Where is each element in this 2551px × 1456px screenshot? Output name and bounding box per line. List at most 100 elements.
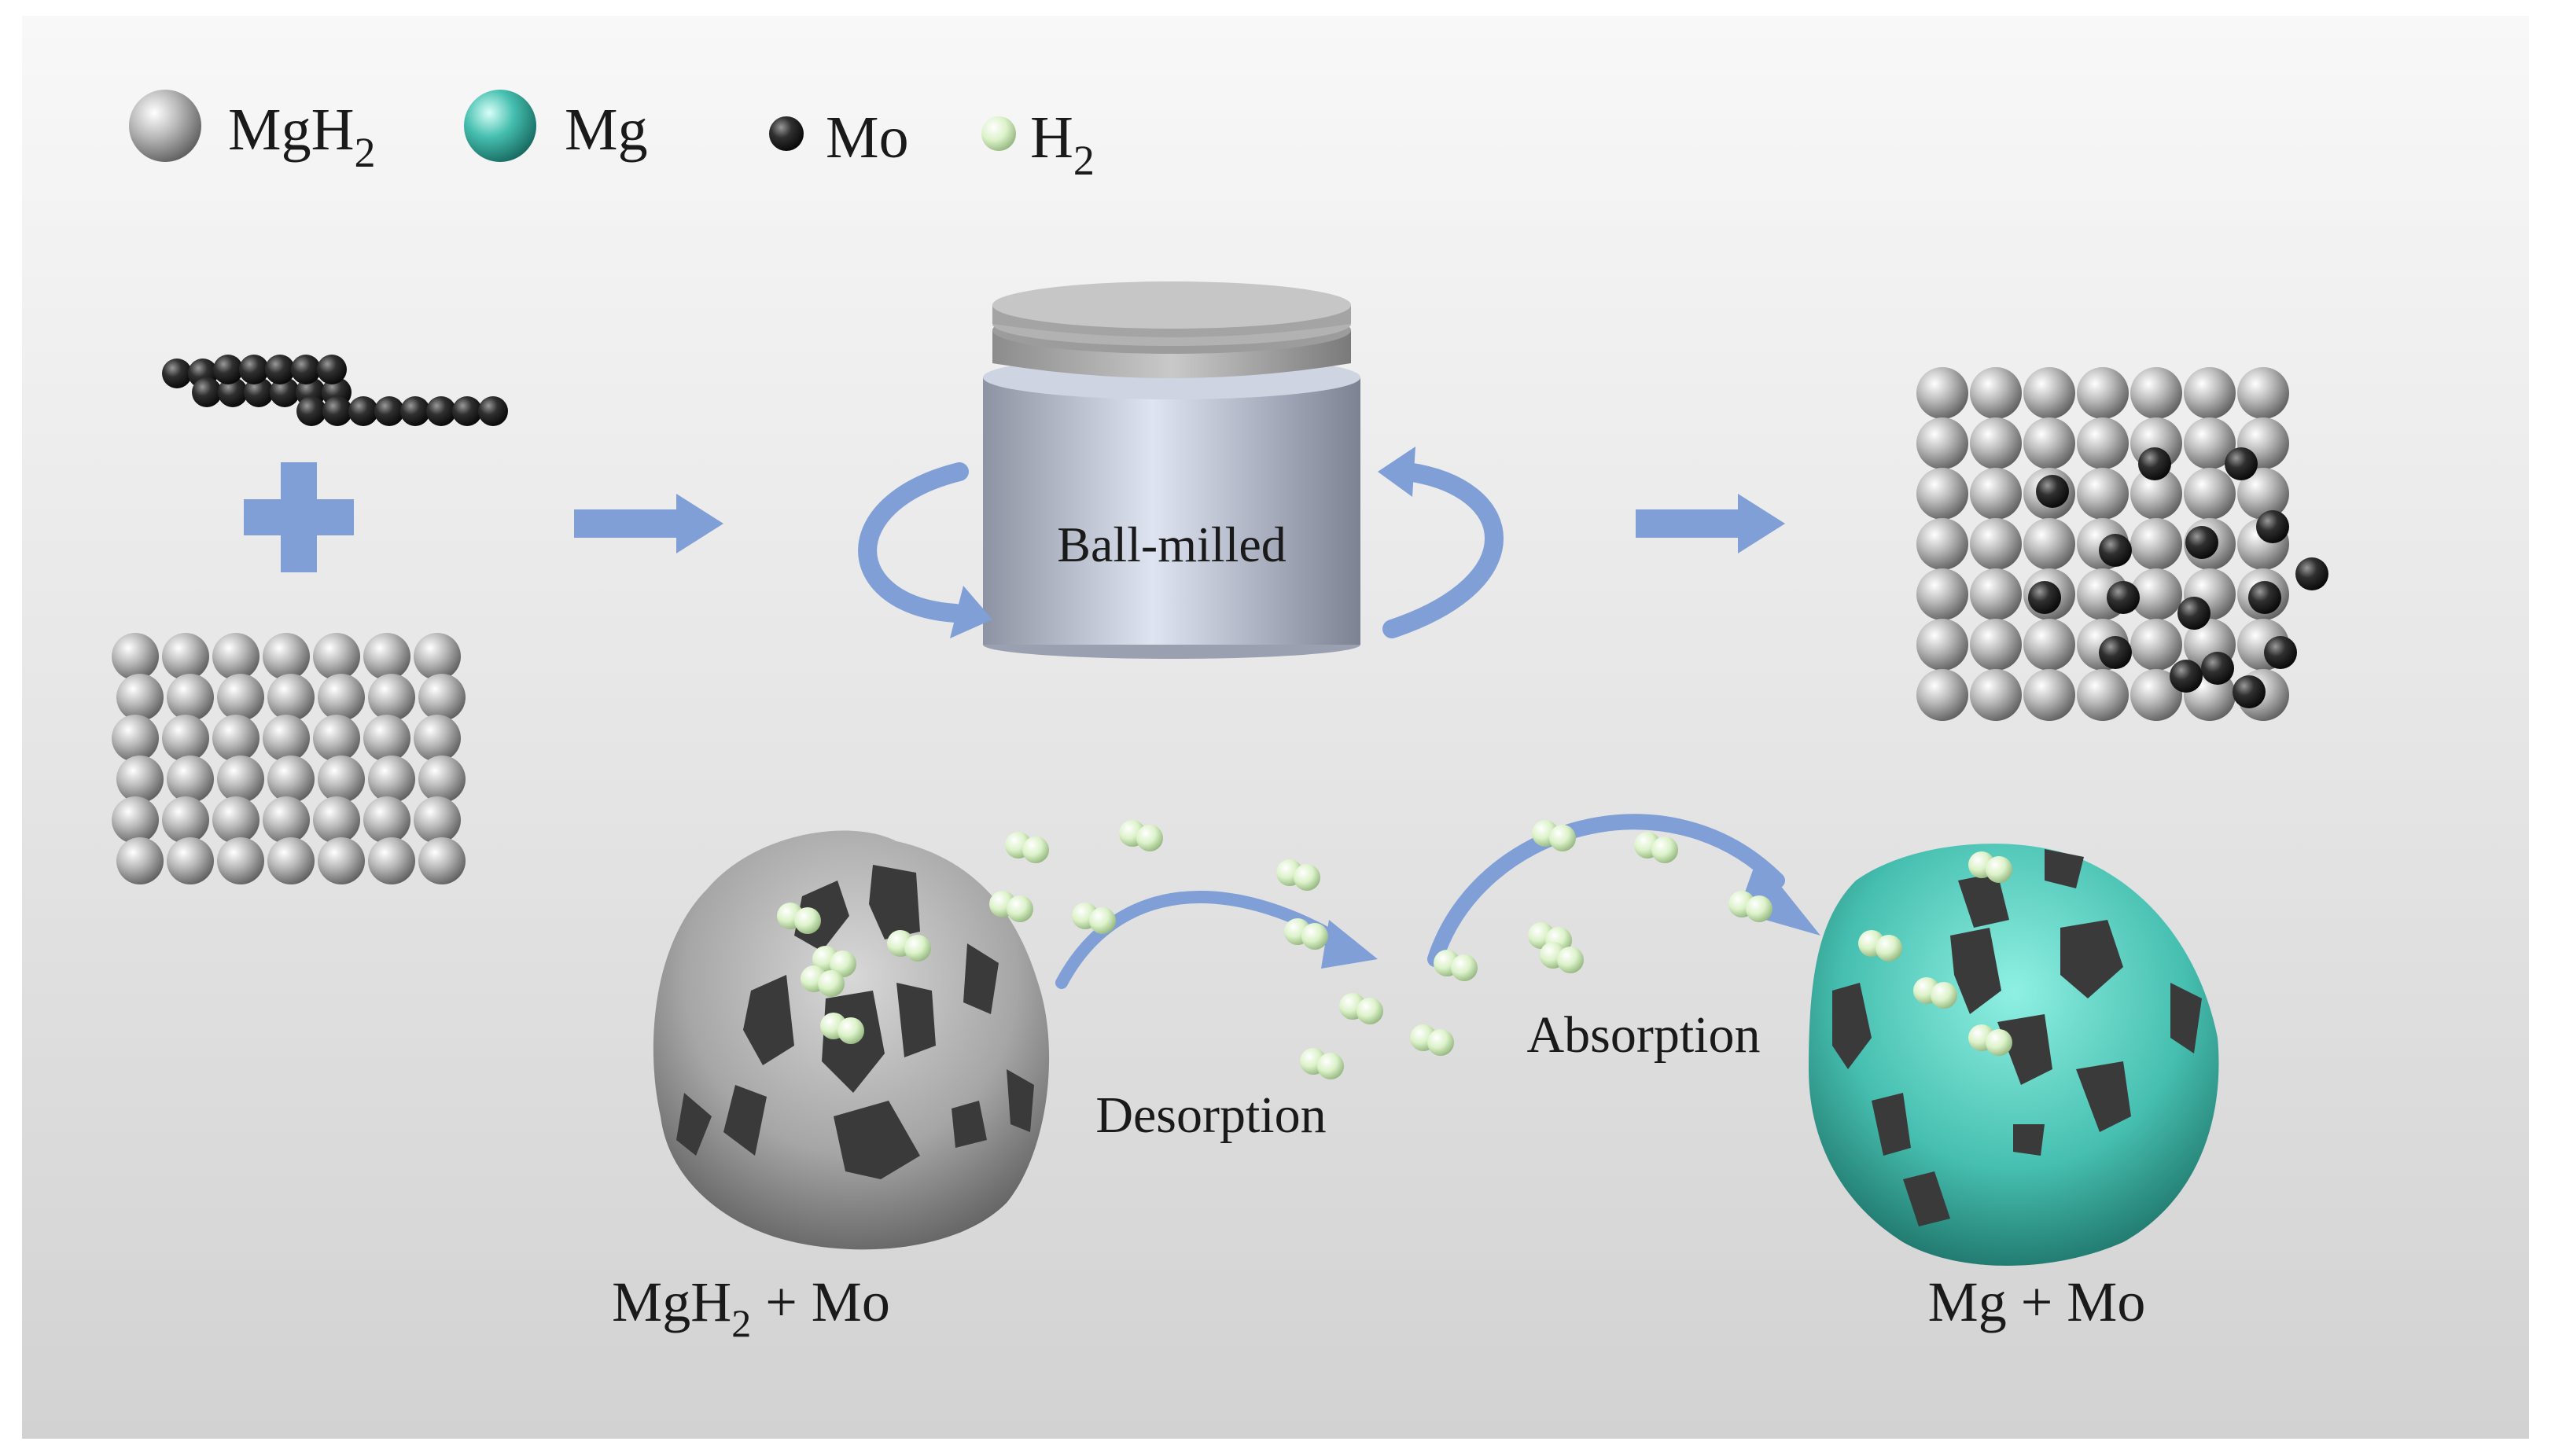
mo-ball [270, 377, 300, 407]
mo-ball [452, 396, 482, 426]
mgh2-ball [1970, 568, 2022, 620]
legend: MgH2 Mg Mo H2 [129, 90, 1095, 184]
mgh2-ball [217, 674, 264, 721]
mo-ball [2233, 675, 2266, 708]
mgh2-ball [217, 837, 264, 884]
mo-ball [2201, 652, 2234, 685]
h2-atom [1136, 825, 1163, 851]
mgh2-ball [2077, 468, 2129, 520]
mgh2-ball [418, 837, 466, 884]
mgh2-ball [368, 674, 415, 721]
mo-ball [2177, 597, 2210, 630]
mo-ball [239, 355, 269, 384]
mgh2-ball [1970, 669, 2022, 721]
legend-mo-label: Mo [826, 105, 909, 171]
mgh2-ball [167, 837, 214, 884]
legend-mgh2-label: MgH2 [228, 97, 375, 176]
mgh2-ball [2023, 367, 2075, 419]
mgh2-ball [1916, 367, 1968, 419]
arrow-to-composite [1636, 494, 1785, 553]
mgh2-ball [313, 715, 360, 762]
mgh2-ball [116, 756, 164, 803]
mgh2-ball [267, 837, 315, 884]
mgh2-ball [2077, 417, 2129, 469]
mgh2-ball [2237, 367, 2289, 419]
mo-ball [162, 358, 192, 388]
legend-mo-swatch [769, 116, 804, 151]
mo-ball [2099, 636, 2132, 669]
mo-ball [213, 355, 243, 384]
mgh2-ball [162, 796, 209, 844]
mgh2-ball [212, 715, 260, 762]
mgh2-ball [414, 715, 461, 762]
mgh2-ball [112, 796, 159, 844]
h2-atom [1931, 982, 1957, 1009]
mgh2-ball [263, 715, 310, 762]
mgh2-ball [112, 715, 159, 762]
mg-mo-particle [1809, 844, 2219, 1266]
absorption-label: Absorption [1527, 1006, 1761, 1064]
h2-atom [1451, 954, 1478, 981]
h2-atom [1427, 1029, 1454, 1056]
mo-ball [426, 396, 456, 426]
mgh2-ball [1970, 417, 2022, 469]
mo-ball [296, 396, 326, 426]
mo-ball [2036, 475, 2069, 508]
h2-atom [830, 950, 856, 977]
legend-h2-swatch [981, 116, 1016, 151]
mo-ball [265, 355, 295, 384]
legend-h2-label: H2 [1030, 105, 1095, 184]
rotation-arrows [858, 447, 1504, 638]
mgh2-ball [363, 715, 410, 762]
mgh2-ball [2023, 518, 2075, 570]
mgh2-ball [2130, 568, 2182, 620]
mgh2-ball [363, 796, 410, 844]
mgh2-ball [263, 633, 310, 680]
mgh2-ball [116, 674, 164, 721]
ball-milled-label: Ball-milled [1057, 517, 1287, 572]
mgh2-ball [1970, 468, 2022, 520]
mgh2-ball [1916, 669, 1968, 721]
legend-mg-swatch [464, 90, 536, 162]
mgh2-ball [212, 633, 260, 680]
mgh2-ball [2130, 468, 2182, 520]
mgh2-ball [2130, 367, 2182, 419]
mgh2-ball [212, 796, 260, 844]
mo-ball [192, 377, 222, 407]
mg-mo-label: Mg + Mo [1928, 1270, 2146, 1333]
mgh2-ball [414, 633, 461, 680]
h2-atom [1317, 1053, 1344, 1079]
legend-mg-label: Mg [565, 97, 648, 163]
mgh2-ball [2184, 417, 2236, 469]
mgh2-mo-label: MgH2 + Mo [612, 1270, 890, 1345]
mo-ball [2138, 447, 2171, 480]
h2-atom [818, 970, 845, 997]
arrow-to-mill [574, 494, 723, 553]
mgh2-ball [116, 837, 164, 884]
h2-atom [1876, 935, 1902, 961]
h2-atom [1549, 825, 1576, 851]
h2-atom [1356, 998, 1383, 1024]
mo-ball [2256, 510, 2289, 543]
mgh2-ball [1970, 619, 2022, 671]
mo-ball [2028, 581, 2061, 614]
desorption-label: Desorption [1095, 1086, 1326, 1144]
mgh2-ball [167, 756, 214, 803]
mo-ball [291, 355, 321, 384]
h2-atom [1089, 907, 1116, 934]
mo-ball [2248, 581, 2281, 614]
mo-ball [2170, 660, 2203, 693]
milled-composite-block [1916, 367, 2328, 721]
mgh2-ball [368, 837, 415, 884]
mgh2-ball [267, 756, 315, 803]
h2-atom [1557, 947, 1584, 973]
mo-ball [218, 377, 248, 407]
mo-ball [2107, 581, 2140, 614]
mgh2-ball [162, 633, 209, 680]
mgh2-ball [2184, 367, 2236, 419]
mo-ball [322, 396, 352, 426]
mo-ball [244, 377, 274, 407]
mgh2-ball [318, 837, 365, 884]
mo-ball [2295, 557, 2328, 590]
